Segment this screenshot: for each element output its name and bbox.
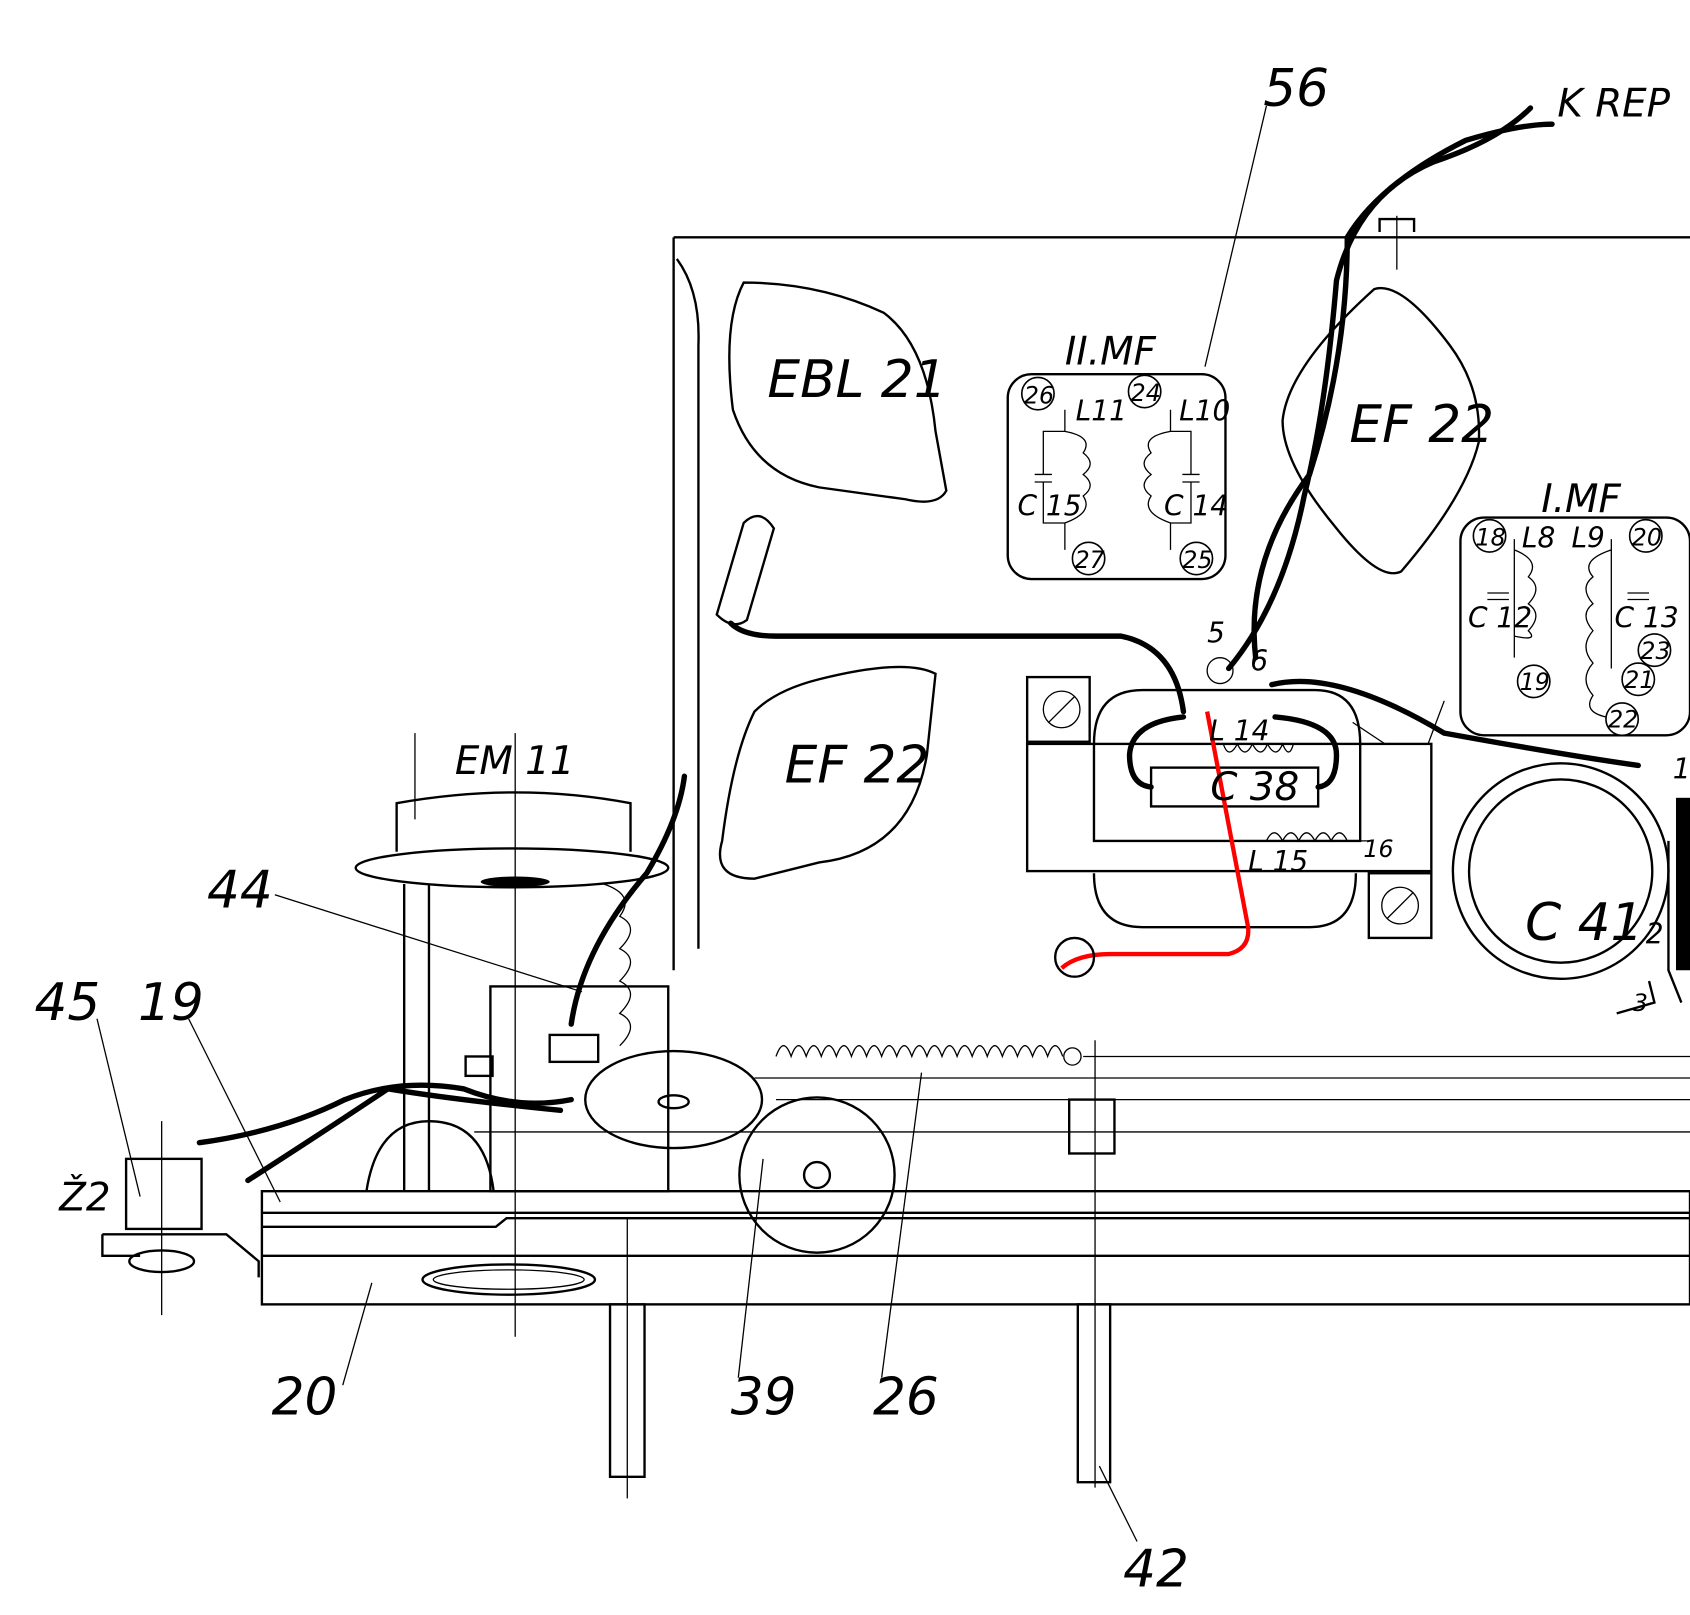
ef22-top-outline <box>1281 286 1481 575</box>
l14-label: L 14 <box>1209 715 1269 748</box>
ef22-bottom-outline <box>718 665 937 880</box>
mf1-terminal-22: 22 <box>1608 706 1638 734</box>
pulley-mechanism <box>196 1040 1690 1488</box>
em11-assembly <box>354 733 688 1337</box>
mf1-terminal-20: 20 <box>1632 524 1662 552</box>
chassis-plate <box>672 217 1690 971</box>
mf2-terminal-26: 26 <box>1024 381 1054 409</box>
terminal-5: 5 <box>1207 617 1225 650</box>
base-rail <box>260 1190 1690 1499</box>
mf1-terminal-23: 23 <box>1640 637 1670 665</box>
leader-lines <box>96 105 1268 1542</box>
callout-26: 26 <box>873 1367 939 1427</box>
k-rep-label: K REP <box>1557 82 1670 127</box>
mf1-transformer <box>1459 516 1690 737</box>
mf2-l10: L10 <box>1179 395 1230 428</box>
mf1-c12: C 12 <box>1468 602 1532 635</box>
edge-terminal-2: 2 <box>1646 917 1664 950</box>
callout-39: 39 <box>731 1367 797 1427</box>
mf1-terminal-21: 21 <box>1624 666 1654 694</box>
ebl21-outline <box>728 281 948 503</box>
callout-42: 42 <box>1123 1540 1189 1600</box>
red-wire <box>1060 711 1251 970</box>
callout-45: 45 <box>34 973 100 1033</box>
callout-56: 56 <box>1263 59 1329 119</box>
mf2-title: II.MF <box>1065 330 1157 375</box>
ebl21-label: EBL 21 <box>767 350 946 410</box>
resistor <box>715 514 776 626</box>
mf2-c14: C 14 <box>1164 489 1228 522</box>
callout-19: 19 <box>138 973 204 1033</box>
z2-socket <box>101 1121 260 1316</box>
ef22-bottom-label: EF 22 <box>785 736 930 796</box>
c41-capacitor <box>1451 762 1690 1015</box>
l15-label: L 15 <box>1248 845 1308 878</box>
twisted-wire-b <box>1251 121 1555 661</box>
callout-20: 20 <box>272 1367 338 1427</box>
mf2-terminal-27: 27 <box>1075 546 1105 574</box>
mf1-terminal-18: 18 <box>1476 524 1506 552</box>
mf1-terminal-19: 19 <box>1520 668 1550 696</box>
mf1-l9: L9 <box>1571 522 1604 555</box>
grommet <box>1053 936 1096 978</box>
coil-block <box>1025 675 1641 940</box>
terminal-16: 16 <box>1363 835 1393 863</box>
mf2-terminal-24: 24 <box>1131 379 1161 407</box>
ef22-top-label: EF 22 <box>1349 395 1494 455</box>
c41-label: C 41 <box>1525 893 1643 953</box>
edge-terminal-1: 1 <box>1673 752 1690 785</box>
twisted-wire-a <box>1226 105 1534 672</box>
z2-label: Ž2 <box>58 1174 110 1221</box>
mf2-terminal-25: 25 <box>1182 546 1212 574</box>
mf1-c13: C 13 <box>1615 602 1679 635</box>
callout-44: 44 <box>207 861 273 921</box>
mf1-l8: L8 <box>1522 522 1555 555</box>
em11-label: EM 11 <box>455 739 575 784</box>
mf2-c15: C 15 <box>1017 489 1081 522</box>
mf2-l11: L11 <box>1076 395 1127 428</box>
c38-label: C 38 <box>1210 765 1299 810</box>
mf2-transformer <box>1006 373 1227 581</box>
mf1-title: I.MF <box>1541 477 1621 522</box>
edge-terminal-3: 3 <box>1633 989 1648 1017</box>
